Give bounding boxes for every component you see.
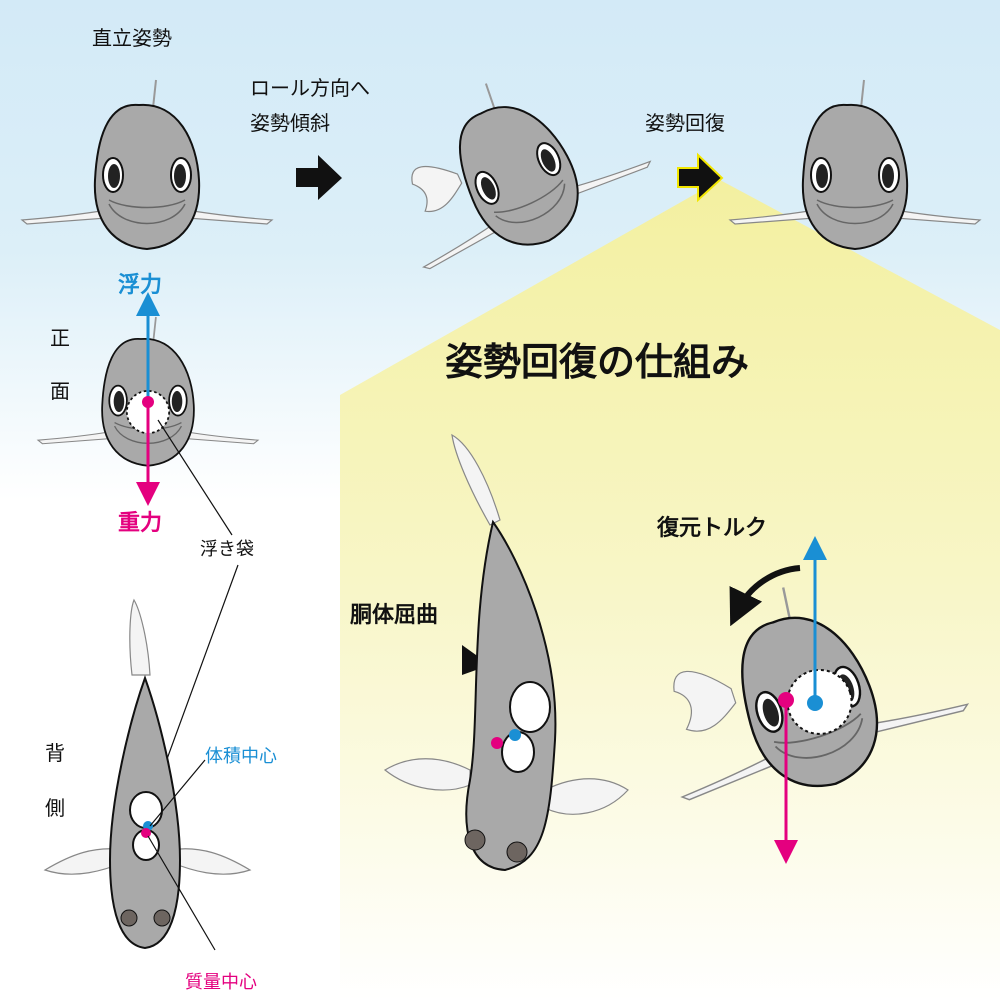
center-of-mass-dot bbox=[778, 692, 794, 708]
label-swim-bladder: 浮き袋 bbox=[200, 539, 254, 560]
label-center-of-volume: 体積中心 bbox=[205, 746, 277, 767]
center-of-volume-dot bbox=[807, 695, 823, 711]
label-tilt-1: ロール方向へ bbox=[250, 76, 370, 100]
arrow-right-icon bbox=[296, 155, 342, 200]
fish-tilted bbox=[363, 33, 664, 295]
fish-dorsal-view bbox=[43, 598, 252, 950]
label-dorsal-2: 側 bbox=[45, 796, 65, 820]
label-front-1: 正 bbox=[50, 326, 70, 350]
label-body-bend: 胴体屈曲 bbox=[350, 603, 438, 628]
mechanism-title: 姿勢回復の仕組み bbox=[445, 340, 749, 384]
fish-bent bbox=[383, 433, 629, 872]
label-restoring-torque: 復元トルク bbox=[656, 515, 767, 541]
torque-arrow-icon bbox=[729, 565, 801, 627]
label-dorsal-1: 背 bbox=[45, 741, 65, 765]
label-tilt-2: 姿勢傾斜 bbox=[250, 111, 330, 135]
label-center-of-mass: 質量中心 bbox=[185, 972, 257, 993]
label-upright: 直立姿勢 bbox=[92, 26, 172, 50]
label-gravity: 重力 bbox=[118, 511, 162, 536]
center-of-mass-dot bbox=[142, 396, 154, 408]
label-front-2: 面 bbox=[50, 379, 70, 403]
arrow-right-icon bbox=[677, 152, 724, 203]
label-buoyancy: 浮力 bbox=[118, 272, 162, 298]
label-recovery: 姿勢回復 bbox=[645, 111, 725, 135]
